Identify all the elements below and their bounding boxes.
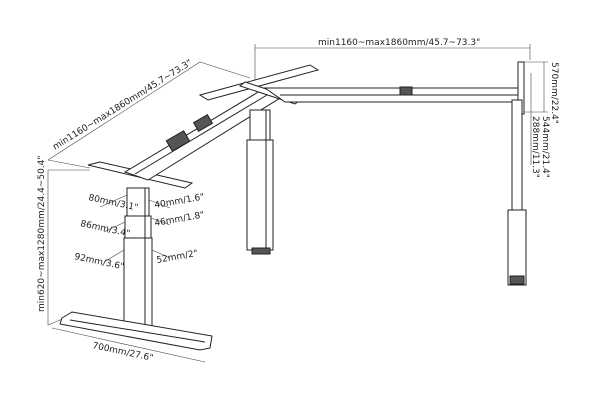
- motor-housing: [192, 113, 214, 133]
- right-leg-foot: [509, 275, 525, 285]
- right-leg-lower: [507, 209, 527, 286]
- stage3-outer-label: 92mm/3.6": [73, 252, 124, 272]
- top-width-dimension: min1160~max1860mm/45.7~73.3": [254, 38, 531, 80]
- side-width-dimension: min1160~max1860mm/45.7~73.3": [47, 58, 251, 169]
- beam-connector: [399, 86, 413, 96]
- control-box: [165, 130, 191, 152]
- left-leg-stage-3: [123, 237, 153, 327]
- bracket-inner-label: 288mm/11.3": [530, 116, 540, 178]
- arm-length-label: 570mm/22.4": [549, 62, 559, 124]
- middle-leg-lower: [246, 139, 274, 251]
- stage2-inner-label: 46mm/1.8": [154, 210, 205, 229]
- top-width-label: min1160~max1860mm/45.7~73.3": [318, 38, 480, 48]
- height-dimension: min620~max1280mm/24.4~50.4": [37, 155, 90, 326]
- left-leg: [123, 187, 153, 327]
- middle-leg-foot: [251, 247, 271, 255]
- stage2-outer-label: 86mm/3.4": [79, 219, 130, 239]
- right-leg-upper: [511, 99, 523, 211]
- diagonal-beam-edge: [134, 91, 273, 175]
- middle-leg: [246, 109, 274, 255]
- right-leg: [507, 99, 527, 286]
- height-label: min620~max1280mm/24.4~50.4": [37, 155, 47, 312]
- middle-leg-upper: [249, 109, 271, 141]
- foot-length-label: 700mm/27.6": [91, 341, 154, 364]
- stage1-inner-label: 40mm/1.6": [154, 192, 205, 211]
- bracket-dimensions: 570mm/22.4" 544mm/21.4" 288mm/11.3": [524, 61, 559, 178]
- bracket-span-label: 544mm/21.4": [540, 116, 550, 178]
- stage3-inner-label: 52mm/2": [156, 249, 199, 266]
- left-foot-edge: [69, 319, 206, 343]
- corner-top-bracket: [198, 64, 320, 101]
